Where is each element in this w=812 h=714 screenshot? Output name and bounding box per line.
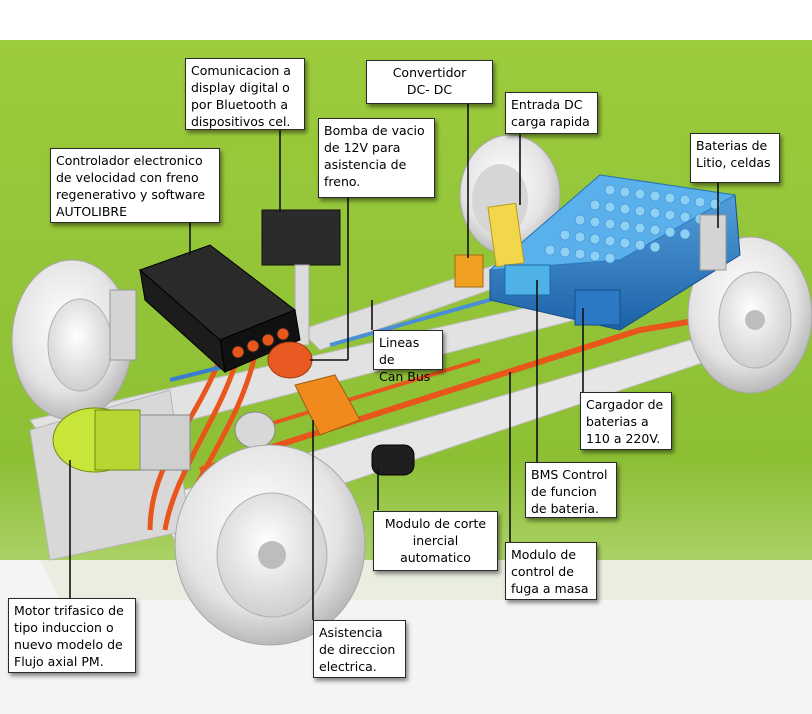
hv-cable-short (249, 358, 481, 432)
inertial-cutoff-module (371, 444, 415, 476)
traction-motor (52, 407, 191, 473)
label-lineas-can-bus: Lineas de Can Bus (373, 330, 443, 384)
label-baterias-litio: Baterias de Litio, celdas (690, 133, 780, 183)
label-modulo-corte: Modulo de corte inercial automatico (373, 511, 498, 571)
front-right-tire (174, 444, 366, 646)
label-convertidor-dc-dc: Convertidor DC- DC (366, 60, 493, 104)
bms-unit (504, 264, 551, 296)
dc-dc-converter (454, 254, 484, 288)
label-controlador: Controlador electronico de velocidad con… (50, 148, 220, 223)
rear-left-tire (459, 134, 561, 256)
rear-right-tire (687, 236, 812, 394)
label-asistencia-direccion: Asistencia de direccion electrica. (313, 620, 406, 678)
label-bomba-vacio: Bomba de vacio de 12V para asistencia de… (318, 118, 435, 198)
label-cargador: Cargador de baterias a 110 a 220V. (580, 392, 672, 450)
front-suspension (109, 289, 137, 361)
rear-suspension (699, 214, 727, 271)
label-modulo-fuga: Modulo de control de fuga a masa (505, 542, 597, 600)
battery-charger (574, 289, 621, 326)
vacuum-pump (267, 341, 313, 379)
brake-booster (234, 411, 276, 449)
label-bms: BMS Control de funcion de bateria. (525, 462, 617, 518)
front-left-tire (11, 259, 133, 421)
label-comunicacion: Comunicacion a display digital o por Blu… (185, 58, 305, 130)
label-entrada-dc: Entrada DC carga rapida (505, 92, 598, 134)
label-motor: Motor trifasico de tipo induccion o nuev… (8, 598, 136, 673)
battery-pack (488, 174, 741, 331)
steering-assist-unit (294, 374, 361, 436)
speed-controller (139, 244, 301, 374)
